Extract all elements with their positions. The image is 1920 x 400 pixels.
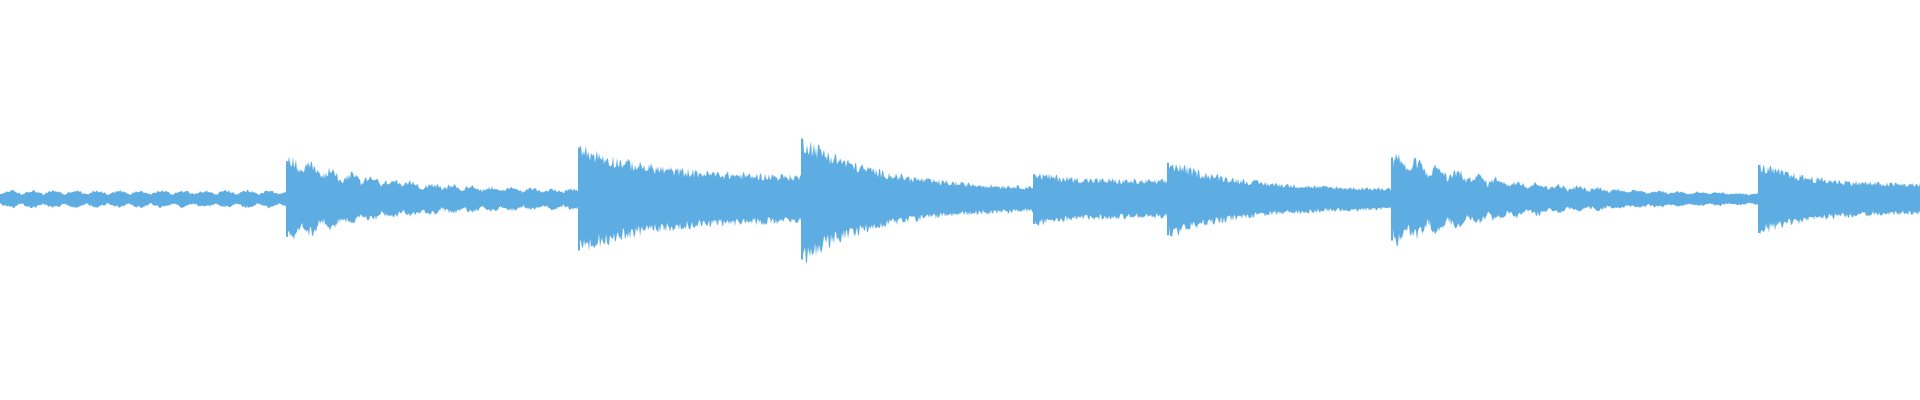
waveform-shape [0, 137, 1920, 264]
